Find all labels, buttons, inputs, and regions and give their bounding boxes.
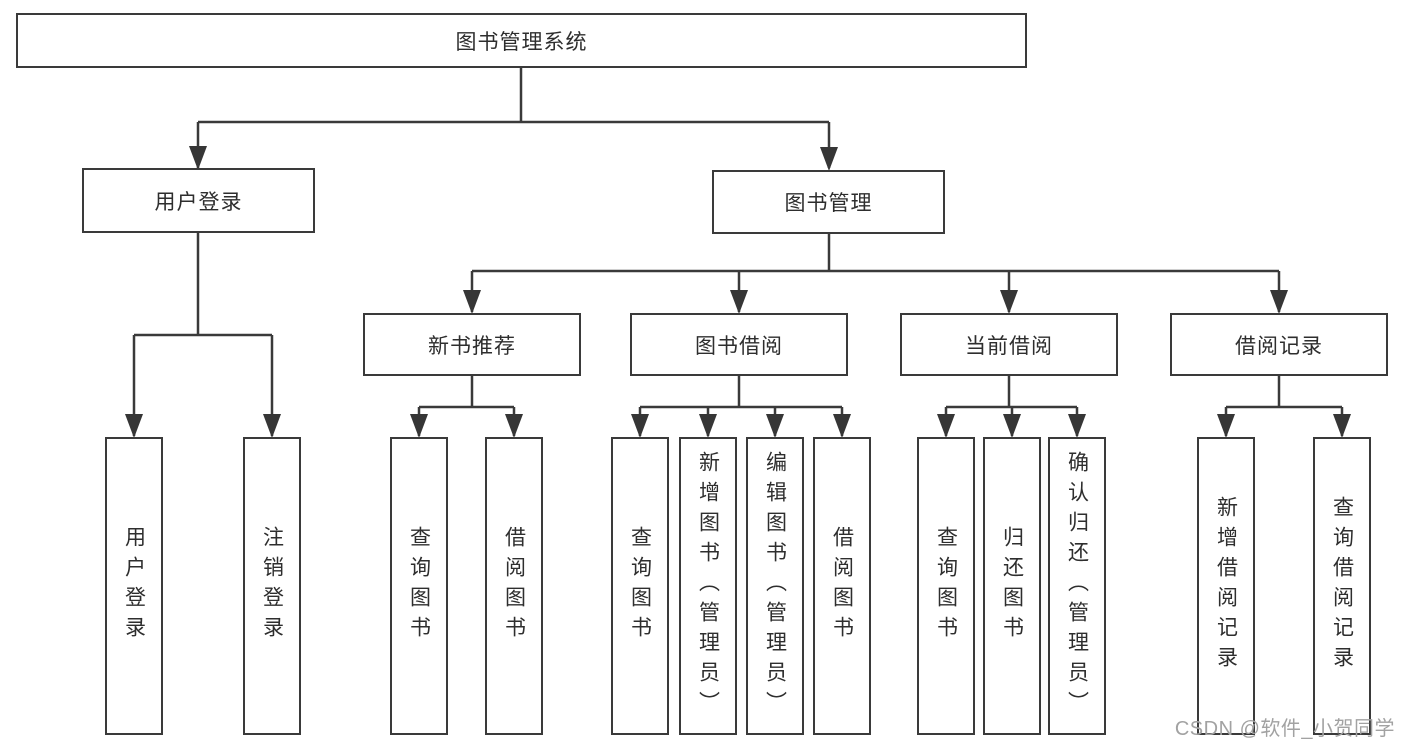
node-label: 借阅图书 bbox=[502, 526, 526, 646]
node-label: 查询图书 bbox=[934, 526, 958, 646]
node-label: 编辑图书（管理员） bbox=[763, 451, 787, 721]
arrowhead-down-icon bbox=[410, 414, 428, 438]
node-label: 用户登录 bbox=[154, 190, 243, 214]
node-label: 图书借阅 bbox=[695, 334, 783, 358]
node-label: 借阅图书 bbox=[830, 526, 854, 646]
node-book-management: 图书管理 bbox=[712, 170, 945, 234]
arrowhead-down-icon bbox=[631, 414, 649, 438]
arrowhead-down-icon bbox=[730, 290, 748, 314]
arrowhead-down-icon bbox=[463, 290, 481, 314]
arrowhead-down-icon bbox=[833, 414, 851, 438]
arrowhead-down-icon bbox=[505, 414, 523, 438]
node-label: 查询图书 bbox=[628, 526, 652, 646]
arrowhead-down-icon bbox=[1333, 414, 1351, 438]
connector-book-borrowing-to-leaves bbox=[638, 376, 844, 436]
arrowhead-down-icon bbox=[937, 414, 955, 438]
arrowhead-down-icon bbox=[699, 414, 717, 438]
connector-root-to-level2 bbox=[196, 68, 831, 168]
node-label: 新增借阅记录 bbox=[1214, 496, 1238, 676]
node-label: 新增图书（管理员） bbox=[696, 451, 720, 721]
node-book-borrowing: 图书借阅 bbox=[630, 313, 848, 376]
arrowhead-down-icon bbox=[1068, 414, 1086, 438]
node-leaf-edit-book-admin: 编辑图书（管理员） bbox=[746, 437, 804, 735]
arrowhead-down-icon bbox=[1270, 290, 1288, 314]
node-label: 查询图书 bbox=[407, 526, 431, 646]
node-label: 当前借阅 bbox=[965, 334, 1053, 358]
node-new-book-recommendation: 新书推荐 bbox=[363, 313, 581, 376]
node-leaf-logout: 注销登录 bbox=[243, 437, 301, 735]
arrowhead-down-icon bbox=[189, 146, 207, 170]
node-label: 归还图书 bbox=[1000, 526, 1024, 646]
arrowhead-down-icon bbox=[1000, 290, 1018, 314]
node-user-login: 用户登录 bbox=[82, 168, 315, 233]
node-leaf-add-book-admin: 新增图书（管理员） bbox=[679, 437, 737, 735]
arrowhead-down-icon bbox=[1003, 414, 1021, 438]
connector-new-book-to-leaves bbox=[417, 376, 516, 436]
node-borrowing-records: 借阅记录 bbox=[1170, 313, 1388, 376]
connector-borrow-records-to-leaves bbox=[1224, 376, 1344, 436]
node-current-borrowing: 当前借阅 bbox=[900, 313, 1118, 376]
node-label: 图书管理系统 bbox=[455, 30, 588, 54]
node-leaf-add-borrow-record: 新增借阅记录 bbox=[1197, 437, 1255, 735]
connector-user-login-to-leaves bbox=[132, 233, 274, 436]
node-leaf-borrow-books-recommend: 借阅图书 bbox=[485, 437, 543, 735]
node-label: 借阅记录 bbox=[1235, 334, 1323, 358]
node-leaf-query-books-borrowing: 查询图书 bbox=[611, 437, 669, 735]
node-label: 图书管理 bbox=[784, 192, 873, 215]
node-label: 注销登录 bbox=[260, 526, 284, 646]
node-leaf-query-books-recommend: 查询图书 bbox=[390, 437, 448, 735]
node-leaf-user-login: 用户登录 bbox=[105, 437, 163, 735]
arrowhead-down-icon bbox=[766, 414, 784, 438]
node-leaf-query-books-current: 查询图书 bbox=[917, 437, 975, 735]
csdn-watermark: CSDN @软件_小贺同学 bbox=[1174, 718, 1395, 740]
connector-book-management-to-level3 bbox=[470, 234, 1281, 312]
node-label: 用户登录 bbox=[122, 526, 146, 646]
node-leaf-confirm-return-admin: 确认归还（管理员） bbox=[1048, 437, 1106, 735]
arrowhead-down-icon bbox=[1217, 414, 1235, 438]
node-library-management-system: 图书管理系统 bbox=[16, 13, 1027, 68]
node-leaf-borrow-books-borrowing: 借阅图书 bbox=[813, 437, 871, 735]
node-leaf-return-books: 归还图书 bbox=[983, 437, 1041, 735]
node-label: 确认归还（管理员） bbox=[1065, 451, 1089, 721]
arrowhead-down-icon bbox=[820, 147, 838, 171]
arrowhead-down-icon bbox=[263, 414, 281, 438]
node-label: 新书推荐 bbox=[428, 334, 516, 358]
arrowhead-down-icon bbox=[125, 414, 143, 438]
node-leaf-query-borrow-record: 查询借阅记录 bbox=[1313, 437, 1371, 735]
node-label: 查询借阅记录 bbox=[1330, 496, 1354, 676]
